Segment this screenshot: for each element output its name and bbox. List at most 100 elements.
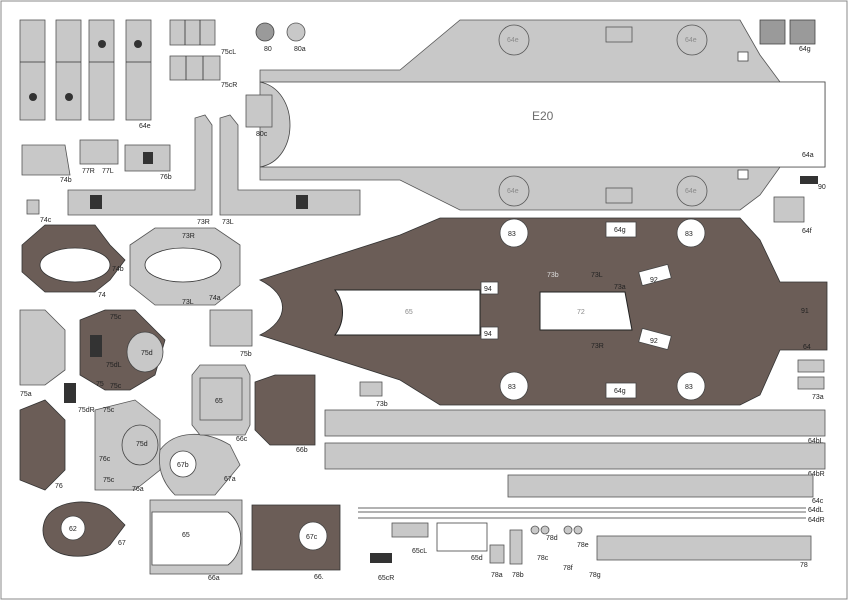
part-78-small: 78a 78b 78c 78d 78e 78f 78g <box>489 525 601 579</box>
label-80: 80 <box>264 46 272 53</box>
label-73b-deck: 73b <box>547 272 559 279</box>
part-75b: 75b <box>209 309 253 358</box>
label-65-66a: 65 <box>182 532 190 539</box>
label-76c: 76c <box>99 456 111 463</box>
label-78e: 78e <box>577 542 589 549</box>
part-64e-strips: 64e <box>19 19 152 130</box>
part-73a: 73a <box>797 359 825 401</box>
part-64d-rails: 64dL 64dR <box>358 507 825 524</box>
part-64-main-deck: 83 83 83 83 64g 64g 92 92 94 94 65 72 73… <box>258 217 828 406</box>
label-78g: 78g <box>589 572 601 579</box>
label-73a: 73a <box>812 394 824 401</box>
label-76: 76 <box>55 483 63 490</box>
label-92-b: 92 <box>650 338 658 345</box>
part-73-towers: 73R 73L <box>67 114 361 226</box>
part-66c: 65 66c <box>191 364 251 443</box>
label-64: 64 <box>803 344 811 351</box>
label-73L: 73L <box>222 219 234 226</box>
label-66b: 66b <box>296 447 308 454</box>
label-78c: 78c <box>537 555 549 562</box>
label-75d-b: 75d <box>136 441 148 448</box>
label-94-b: 94 <box>484 331 492 338</box>
label-64dL: 64dL <box>808 507 824 514</box>
label-64g: 64g <box>799 46 811 53</box>
label-72: 72 <box>577 309 585 316</box>
label-73L-deck: 73L <box>591 272 603 279</box>
part-64b-strips: 64bL 64bR <box>324 409 826 478</box>
label-64f: 64f <box>802 228 812 235</box>
label-65-deck: 65 <box>405 309 413 316</box>
label-66: 66. <box>314 574 324 581</box>
label-67a: 67a <box>224 476 236 483</box>
label-67c: 67c <box>306 534 318 541</box>
label-76b: 76b <box>160 174 172 181</box>
label-75c-b: 75c <box>110 383 122 390</box>
label-77L: 77L <box>102 168 114 175</box>
part-74b-77-76b: 74b 77R 77L 76b <box>21 139 172 184</box>
label-90: 90 <box>818 184 826 191</box>
part-80: 80 80a <box>255 22 306 53</box>
label-92-a: 92 <box>650 277 658 284</box>
label-83-c: 83 <box>508 384 516 391</box>
label-64g-a: 64g <box>614 227 626 234</box>
part-62-67: 62 67 <box>42 501 126 557</box>
label-75a: 75a <box>20 391 32 398</box>
label-75c-d: 75c <box>103 477 115 484</box>
part-66a: 65 66a <box>149 499 243 582</box>
label-64a: 64a <box>802 152 814 159</box>
part-67a-67b: 67b 67a <box>158 433 241 496</box>
label-66c: 66c <box>236 436 248 443</box>
label-66a: 66a <box>208 575 220 582</box>
label-78: 78 <box>800 562 808 569</box>
label-78d: 78d <box>546 535 558 542</box>
label-75cR: 75cR <box>221 82 237 89</box>
part-65c: 65cL 65cR <box>370 522 429 582</box>
label-74b-2: 74b <box>112 266 124 273</box>
label-64e-d: 64e <box>685 188 697 195</box>
label-91: 91 <box>801 308 809 315</box>
label-74c: 74c <box>40 217 52 224</box>
label-75d: 75d <box>141 350 153 357</box>
part-74-74a: 74 74b 74a 73R 73L <box>21 224 241 306</box>
label-74b: 74b <box>60 177 72 184</box>
label-77R: 77R <box>82 168 95 175</box>
label-73b: 73b <box>376 401 388 408</box>
label-78a: 78a <box>491 572 503 579</box>
label-75dR: 75dR <box>78 407 95 414</box>
label-75dL: 75dL <box>106 362 122 369</box>
label-83-a: 83 <box>508 231 516 238</box>
label-65d: 65d <box>471 555 483 562</box>
part-75-group: 75c 75c 75d 75dL 75 75a 75dR <box>19 309 166 414</box>
part-90-64f: 90 64f <box>773 176 826 235</box>
label-94-a: 94 <box>484 286 492 293</box>
part-65d: 65d <box>436 522 488 562</box>
label-62: 62 <box>69 526 77 533</box>
part-75c: 75cL 75cR <box>169 19 237 89</box>
label-64g-b: 64g <box>614 388 626 395</box>
part-76-group: 76c 76a 76 75c 75d 75c <box>19 399 161 493</box>
label-65cL: 65cL <box>412 548 427 555</box>
label-64e-left: 64e <box>139 123 151 130</box>
label-73R-deck: 73R <box>591 343 604 350</box>
label-83-b: 83 <box>685 231 693 238</box>
label-64bL: 64bL <box>808 438 824 445</box>
part-66b: 66b <box>254 374 316 454</box>
label-64e-a: 64e <box>507 37 519 44</box>
label-64e-b: 64e <box>685 37 697 44</box>
label-80c: 80c <box>256 131 268 138</box>
label-75b: 75b <box>240 351 252 358</box>
label-73L-b: 73L <box>182 299 194 306</box>
part-64c: 64c <box>507 474 824 505</box>
label-76a: 76a <box>132 486 144 493</box>
label-64bR: 64bR <box>808 471 825 478</box>
label-74: 74 <box>98 292 106 299</box>
label-75c: 75c <box>110 314 122 321</box>
part-73b: 73b <box>359 381 388 408</box>
part-74c: 74c <box>26 199 52 224</box>
part-78-bar: 78 <box>596 535 812 569</box>
label-64dR: 64dR <box>808 517 825 524</box>
label-73R: 73R <box>197 219 210 226</box>
part-80c: 80c <box>245 94 273 138</box>
